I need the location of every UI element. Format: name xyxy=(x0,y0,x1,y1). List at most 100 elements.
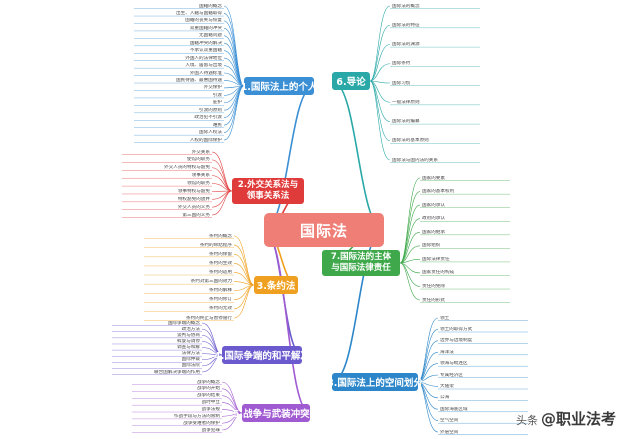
leaf-item[interactable]: 国际法的概念 xyxy=(392,3,420,9)
leaf-item[interactable]: 公海 xyxy=(440,395,450,401)
branch-b6[interactable]: 6.导论 xyxy=(332,72,370,90)
leaf-item[interactable]: 条约的缔结程序 xyxy=(199,242,232,248)
leaf-item[interactable]: 战争的结束 xyxy=(197,393,220,399)
leaf-item[interactable]: 无国籍问题 xyxy=(199,33,222,39)
leaf-item[interactable]: 外国人待遇标准 xyxy=(189,70,222,76)
branch-b5[interactable]: 5.战争与武装冲突法 xyxy=(233,404,319,422)
leaf-item[interactable]: 入境、居留与出境 xyxy=(185,63,222,69)
leaf-item[interactable]: 外交人员的特权与豁免 xyxy=(164,165,210,171)
leaf-item[interactable]: 条约的生效 xyxy=(209,260,232,266)
connector xyxy=(399,218,421,264)
leaf-item[interactable]: 外国人的法律地位 xyxy=(185,55,222,61)
leaf-item[interactable]: 国家的承认 xyxy=(422,202,445,208)
leaf-item[interactable]: 一般法律原则 xyxy=(392,99,420,105)
leaf-item[interactable]: 专属经济区 xyxy=(440,372,463,378)
leaf-item[interactable]: 战争受难者的保护 xyxy=(183,420,220,426)
branch-b4[interactable]: 4.国际争端的和平解决 xyxy=(214,346,310,364)
leaf-item[interactable]: 领馆的职务 xyxy=(187,181,210,186)
leaf-item[interactable]: 联合国解决争端的作用 xyxy=(154,369,200,375)
leaf-item[interactable]: 出生、入籍与国籍取得 xyxy=(176,10,222,16)
leaf-item[interactable]: 国际海底区域 xyxy=(440,406,468,412)
leaf-item[interactable]: 国家的要素 xyxy=(422,175,445,181)
leaf-item[interactable]: 领事关系 xyxy=(191,173,210,179)
leaf-item[interactable]: 条约的解释 xyxy=(209,288,232,294)
leaf-item[interactable]: 政治犯不引渡 xyxy=(194,115,222,121)
leaf-item[interactable]: 条约的适用 xyxy=(209,269,232,275)
leaf-item[interactable]: 领土的取得方式 xyxy=(440,326,473,332)
leaf-item[interactable]: 国际法院 xyxy=(181,363,200,369)
leaf-item[interactable]: 条约对第三国的效力 xyxy=(190,279,232,285)
leaf-item[interactable]: 国籍冲突的解决 xyxy=(189,40,222,46)
leaf-item[interactable]: 战时中立 xyxy=(201,400,220,406)
leaf-item[interactable]: 难民 xyxy=(212,122,222,128)
leaf-item[interactable]: 国籍的概念 xyxy=(199,3,222,9)
leaf-item[interactable]: 国际仲裁 xyxy=(181,357,200,363)
leaf-item[interactable]: 第三国的义务 xyxy=(182,212,210,218)
leaf-item[interactable]: 政治方法 xyxy=(181,326,200,332)
leaf-item[interactable]: 战争的开始 xyxy=(197,386,220,392)
leaf-item[interactable]: 引渡的原则 xyxy=(199,107,222,113)
watermark: 头条@职业法考 xyxy=(516,408,616,429)
leaf-item[interactable]: 法律方法 xyxy=(181,351,200,357)
leaf-item[interactable]: 战争法规 xyxy=(201,406,220,412)
leaf-item[interactable]: 战争的概念 xyxy=(197,379,220,385)
leaf-item[interactable]: 国际法的编纂 xyxy=(392,119,420,124)
leaf-item[interactable]: 边界与边境制度 xyxy=(440,338,473,344)
leaf-item[interactable]: 领海与毗连区 xyxy=(440,361,468,367)
branch-b1[interactable]: 1.国际法上的个人 xyxy=(241,77,317,95)
branch-b2[interactable]: 2.外交关系法与领事关系法 xyxy=(232,178,304,204)
connector xyxy=(201,354,223,373)
leaf-item[interactable]: 双重国籍的冲突 xyxy=(189,25,222,31)
leaf-item[interactable]: 国际习惯 xyxy=(392,80,411,86)
leaf-item[interactable]: 国际人权法 xyxy=(199,130,222,136)
leaf-item[interactable]: 国际法与国内法的关系 xyxy=(392,157,438,163)
leaf-item[interactable]: 作战手段与方法的限制 xyxy=(174,413,220,419)
leaf-item[interactable]: 国际法的基本原则 xyxy=(392,138,429,144)
branch-b7[interactable]: 7.国际法的主体与国际法律责任 xyxy=(322,250,400,276)
leaf-item[interactable]: 国际法的渊源 xyxy=(392,42,420,47)
leaf-item[interactable]: 战争犯罪 xyxy=(201,427,220,433)
leaf-item[interactable]: 外交人员的义务 xyxy=(177,204,210,210)
leaf-item[interactable]: 国际法的特征 xyxy=(392,22,420,28)
leaf-item[interactable]: 外层空间 xyxy=(440,429,459,435)
leaf-item[interactable]: 空气空间 xyxy=(440,418,459,424)
branch-b8[interactable]: 8.国际法上的空间划分 xyxy=(327,373,423,391)
leaf-item[interactable]: 使馆的职务 xyxy=(187,157,210,163)
leaf-item[interactable]: 大陆架 xyxy=(440,383,454,389)
leaf-item[interactable]: 海洋法 xyxy=(440,349,454,355)
leaf-item[interactable]: 调查与和解 xyxy=(177,345,200,350)
leaf-item[interactable]: 条约的无效 xyxy=(209,306,232,312)
leaf-item[interactable]: 领土 xyxy=(440,315,450,321)
connector xyxy=(369,80,391,122)
leaf-item[interactable]: 斡旋与调停 xyxy=(177,338,200,344)
leaf-item[interactable]: 国家责任的构成 xyxy=(422,270,455,276)
connector xyxy=(369,24,391,82)
leaf-item[interactable]: 不承认双重国籍 xyxy=(189,48,222,54)
leaf-item[interactable]: 领事特权与豁免 xyxy=(177,188,210,194)
leaf-item[interactable]: 国际争端的概念 xyxy=(167,320,200,326)
leaf-item[interactable]: 引渡 xyxy=(212,92,222,98)
leaf-item[interactable]: 条约的修订 xyxy=(209,297,232,303)
leaf-item[interactable]: 国民待遇、最惠国待遇 xyxy=(176,77,222,83)
leaf-item[interactable]: 国籍的丧失与恢复 xyxy=(185,18,222,24)
leaf-item[interactable]: 条约的保留 xyxy=(209,251,232,257)
leaf-item[interactable]: 责任的免除 xyxy=(422,283,445,289)
leaf-item[interactable]: 国际条约 xyxy=(392,61,411,67)
leaf-item[interactable]: 国家的基本权利 xyxy=(422,189,455,195)
leaf-item[interactable]: 条约的概念 xyxy=(209,233,232,239)
branch-label: 6.导论 xyxy=(336,77,366,88)
leaf-item[interactable]: 政府的承认 xyxy=(422,216,445,222)
leaf-item[interactable]: 特权豁免的放弃 xyxy=(177,196,210,202)
leaf-item[interactable]: 国际法律责任 xyxy=(422,256,450,262)
branch-b3[interactable]: 3.条约法 xyxy=(254,276,298,294)
leaf-item[interactable]: 外交关系 xyxy=(191,149,210,155)
leaf-item[interactable]: 外交保护 xyxy=(203,85,222,91)
root-topic[interactable]: 国际法 xyxy=(264,213,384,247)
leaf-item[interactable]: 条约的终止与暂停施行 xyxy=(186,315,232,321)
leaf-item[interactable]: 谈判与协商 xyxy=(177,332,200,338)
leaf-item[interactable]: 国家的继承 xyxy=(422,229,445,235)
leaf-item[interactable]: 庇护 xyxy=(212,100,222,106)
leaf-item[interactable]: 国际组织 xyxy=(422,243,441,249)
leaf-item[interactable]: 人权的国际保护 xyxy=(189,137,222,143)
leaf-item[interactable]: 责任的形式 xyxy=(422,297,445,303)
